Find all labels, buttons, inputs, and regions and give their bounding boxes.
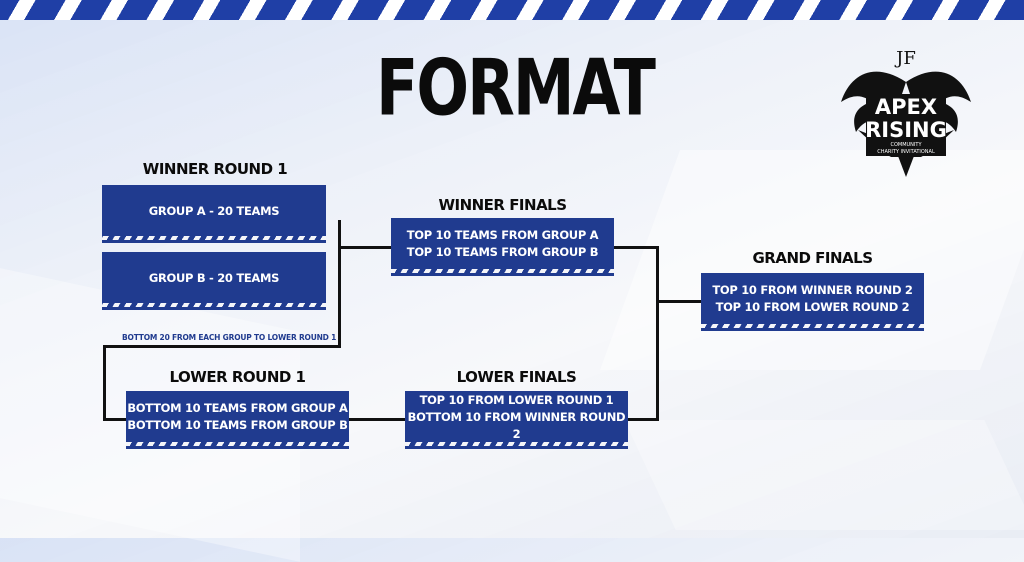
connector-line: [349, 418, 405, 421]
connector-line: [338, 246, 391, 249]
lower-finals-line-1: TOP 10 FROM LOWER ROUND 1: [419, 392, 614, 407]
group-a-box: GROUP A - 20 TEAMS: [102, 185, 326, 243]
connector-line: [656, 246, 659, 421]
top-stripe-banner: [0, 0, 1024, 20]
svg-text:APEX: APEX: [875, 95, 937, 119]
lower-round-1-heading: LOWER ROUND 1: [169, 368, 307, 386]
winner-finals-line-2: TOP 10 TEAMS FROM GROUP B: [406, 245, 599, 259]
connector-line: [656, 300, 701, 303]
connector-line: [103, 418, 126, 421]
winner-finals-line-1: TOP 10 TEAMS FROM GROUP A: [406, 228, 599, 242]
connector-line: [103, 345, 106, 420]
background-facet: [624, 420, 1024, 530]
winged-logo-icon: [841, 71, 971, 177]
lower-finals-heading: LOWER FINALS: [456, 368, 577, 386]
group-b-label: GROUP B - 20 TEAMS: [148, 270, 280, 285]
lower-finals-line-2: BOTTOM 10 FROM WINNER ROUND 2: [407, 409, 626, 441]
lower-round-1-line-2: BOTTOM 10 TEAMS FROM GROUP B: [127, 418, 348, 432]
svg-text:JF: JF: [894, 48, 916, 69]
grand-finals-heading: GRAND FINALS: [752, 249, 873, 267]
lower-finals-box: TOP 10 FROM LOWER ROUND 1 BOTTOM 10 FROM…: [405, 391, 628, 449]
connector-line: [614, 246, 658, 249]
winner-finals-heading: WINNER FINALS: [438, 196, 567, 214]
grand-finals-box: TOP 10 FROM WINNER ROUND 2 TOP 10 FROM L…: [701, 273, 924, 331]
grand-finals-line-2: TOP 10 FROM LOWER ROUND 2: [715, 300, 910, 314]
connector-line: [103, 345, 341, 348]
grand-finals-line-1: TOP 10 FROM WINNER ROUND 2: [712, 283, 913, 297]
winner-round-1-heading: WINNER ROUND 1: [142, 160, 288, 178]
lower-round-1-line-1: BOTTOM 10 TEAMS FROM GROUP A: [127, 401, 348, 415]
page-title: FORMAT: [376, 42, 656, 134]
svg-text:COMMUNITY: COMMUNITY: [890, 142, 922, 148]
svg-text:CHARITY INVITATIONAL: CHARITY INVITATIONAL: [877, 149, 935, 155]
lower-round-note: BOTTOM 20 FROM EACH GROUP TO LOWER ROUND…: [122, 333, 337, 342]
lower-round-1-box: BOTTOM 10 TEAMS FROM GROUP A BOTTOM 10 T…: [126, 391, 349, 449]
group-a-label: GROUP A - 20 TEAMS: [148, 203, 280, 218]
connector-line: [338, 220, 341, 348]
apex-rising-logo: JF APEX RISING COMMUNITY CHARITY INVITAT…: [841, 48, 971, 177]
svg-text:RISING: RISING: [865, 118, 947, 142]
winner-finals-box: TOP 10 TEAMS FROM GROUP A TOP 10 TEAMS F…: [391, 218, 614, 276]
group-b-box: GROUP B - 20 TEAMS: [102, 252, 326, 310]
connector-line: [628, 418, 659, 421]
